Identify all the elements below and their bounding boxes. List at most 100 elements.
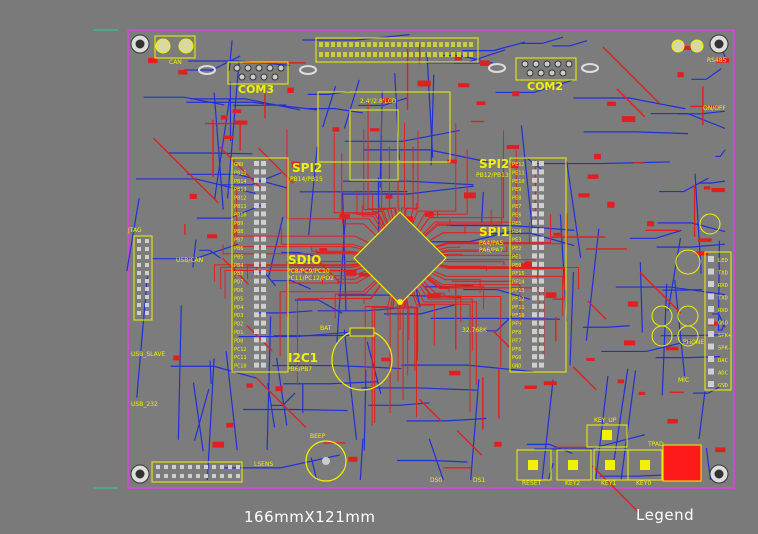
svg-text:PE0: PE0: [512, 263, 521, 269]
svg-text:PE8: PE8: [512, 196, 521, 202]
board-size-caption: 166mmX121mm: [244, 508, 376, 526]
jtag-header: [133, 235, 153, 321]
mounting-holes: [130, 34, 729, 484]
svg-text:PD2: PD2: [234, 322, 243, 328]
label-can: CAN: [169, 59, 182, 66]
svg-text:PF14: PF14: [512, 280, 525, 286]
label-ds0: DS0: [430, 477, 442, 484]
label-mic: MIC: [678, 377, 689, 384]
label-spi2-left: SPI2: [292, 161, 322, 175]
label-spi1: SPI1: [479, 225, 509, 239]
svg-text:ADC: ADC: [718, 371, 728, 377]
label-usb-232: USB_232: [131, 401, 158, 408]
buttons: [516, 424, 663, 481]
label-key0: KEY0: [636, 480, 651, 487]
svg-text:PE5: PE5: [512, 221, 521, 227]
label-key2: KEY2: [565, 480, 580, 487]
label-crystal: 32.768K: [462, 327, 488, 334]
svg-text:PB7: PB7: [234, 238, 243, 244]
svg-text:PD1: PD1: [234, 330, 243, 336]
mcu-chip: [353, 211, 447, 305]
svg-text:PE11: PE11: [512, 170, 525, 176]
svg-text:PB5: PB5: [234, 254, 243, 260]
svg-text:PE7: PE7: [512, 204, 521, 210]
svg-text:PF11: PF11: [512, 305, 525, 311]
label-tpad: TPAD: [647, 441, 664, 448]
svg-text:GND: GND: [512, 364, 521, 370]
label-spi1-sub2: PA6/PA7: [479, 247, 504, 254]
label-bat: BAT: [320, 325, 332, 332]
legend-caption: Legend: [636, 506, 695, 524]
svg-text:GND: GND: [718, 321, 728, 327]
label-i2c1-sub: PB6/PB7: [287, 366, 312, 373]
svg-text:PE12: PE12: [512, 162, 525, 168]
svg-text:PE1: PE1: [512, 254, 521, 260]
svg-text:PF6: PF6: [512, 347, 521, 353]
svg-text:PB6: PB6: [234, 246, 243, 252]
label-sdio: SDIO: [288, 253, 321, 267]
label-phone: PHONE: [683, 339, 704, 346]
svg-text:RXD: RXD: [718, 308, 728, 314]
battery-holder: [331, 327, 393, 391]
left-io-header: GNDPB15PB14PB13PB12PB11PB10PB9PB8PB7PB6P…: [231, 157, 289, 373]
svg-text:PB10: PB10: [234, 212, 247, 218]
label-spi1-sub1: PA4/PA5: [479, 240, 504, 247]
svg-text:PE2: PE2: [512, 246, 521, 252]
com3-connector: [198, 61, 317, 85]
can-connector: [154, 35, 196, 59]
svg-text:PF8: PF8: [512, 330, 521, 336]
tpad: [662, 444, 702, 482]
svg-text:SPK-: SPK-: [718, 346, 731, 352]
label-on-off: ON/OFF: [703, 105, 726, 112]
svg-text:PD3: PD3: [234, 313, 243, 319]
svg-text:PB15: PB15: [234, 170, 247, 176]
svg-text:GND: GND: [234, 162, 243, 168]
svg-text:TXD: TXD: [718, 296, 728, 302]
lcd-area: [317, 91, 451, 163]
label-sdio-sub2: PC11/PC12/PD2: [287, 275, 334, 282]
svg-text:PD0: PD0: [234, 338, 243, 344]
svg-text:PE9: PE9: [512, 187, 521, 193]
label-spi2-right-sub: PB12/PB13: [476, 172, 509, 179]
button-centers: [528, 430, 650, 470]
label-usb-slave: USB_SLAVE: [131, 351, 165, 358]
label-usb-can: USB/CAN: [176, 257, 203, 264]
right-io-header: PE12PE11PE10PE9PE8PE7PE6PE5PE4PE3PE2PE1P…: [509, 157, 567, 373]
svg-text:PB13: PB13: [234, 187, 247, 193]
svg-text:PD6: PD6: [234, 288, 243, 294]
svg-text:PB14: PB14: [234, 179, 247, 185]
svg-text:PB11: PB11: [234, 204, 247, 210]
label-lcd: 2.4'/2.8'LCD: [360, 98, 397, 105]
svg-text:PE6: PE6: [512, 212, 521, 218]
svg-text:PF9: PF9: [512, 322, 521, 328]
svg-text:LED: LED: [718, 258, 728, 264]
label-key1: KEY1: [601, 480, 616, 487]
svg-text:PC11: PC11: [234, 355, 247, 361]
svg-text:PF7: PF7: [512, 338, 521, 344]
board-labels: COM3 COM2 SPI2 PB14/PB15 SPI2 PB12/PB13 …: [127, 57, 727, 487]
label-spi2-left-sub: PB14/PB15: [290, 176, 323, 183]
label-key-up: KEY_UP: [594, 417, 617, 424]
svg-text:RXD: RXD: [718, 283, 728, 289]
label-com2: COM2: [527, 80, 563, 93]
svg-text:PF15: PF15: [512, 271, 525, 277]
label-sdio-sub1: PC8/PC9/PC10: [287, 268, 330, 275]
svg-text:PB4: PB4: [234, 263, 243, 269]
svg-text:PF10: PF10: [512, 313, 525, 319]
label-rs485: RS485: [707, 57, 727, 64]
beeper: [305, 440, 347, 482]
svg-text:PB3: PB3: [234, 271, 243, 277]
top-header: [315, 37, 479, 63]
label-jtag: JTAG: [127, 227, 142, 234]
label-lsens: LSENS: [254, 461, 273, 468]
svg-text:PD4: PD4: [234, 305, 243, 311]
com2-connector: [488, 57, 599, 81]
svg-text:PC10: PC10: [234, 364, 247, 370]
bottom-header: [151, 461, 243, 483]
svg-text:PF13: PF13: [512, 288, 525, 294]
label-ds1: DS1: [473, 477, 485, 484]
svg-text:PC12: PC12: [234, 347, 247, 353]
right-side-parts: [651, 213, 732, 391]
